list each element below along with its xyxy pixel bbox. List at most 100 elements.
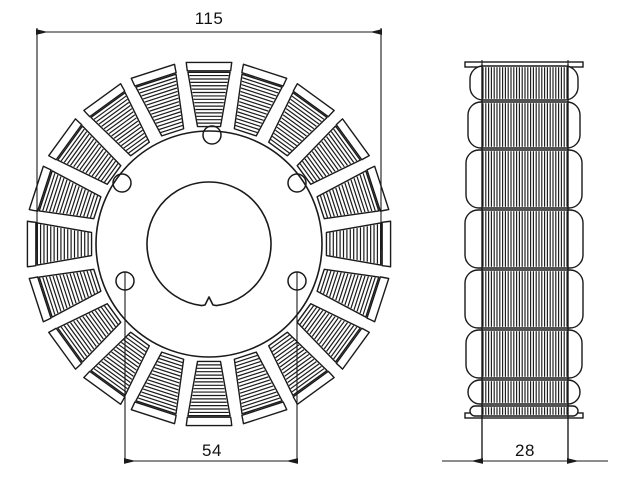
coil-end-cap [130,63,177,87]
coil-end-cap [83,370,126,405]
hatch-line [66,133,90,165]
hatch-line [88,313,107,337]
dimension-label-54: 54 [202,441,222,460]
hatch-line [69,186,80,215]
hatch-line [323,138,345,168]
hatch-line [158,121,183,131]
hatch-line [279,120,305,139]
side-coil-layer [465,329,583,379]
coil-end-cap [28,165,52,212]
side-coil-hatch [482,103,568,147]
hatch-line [235,124,258,134]
hatch-line [353,178,366,213]
coil-winding-hatch [93,334,148,393]
hatch-line [316,146,336,172]
hatch-line [157,360,182,370]
hatch-line [125,337,147,353]
coil-end-cap [48,327,83,370]
hatch-line [116,346,140,365]
side-coil-hatch [482,331,568,377]
hatch-line [79,143,100,171]
stator-coil [316,165,390,220]
hatch-line [281,117,307,137]
stator-coil [130,63,185,137]
hatch-line [237,107,266,118]
side-coil-layer [469,405,579,417]
hatch-line [288,363,320,387]
stator-coil [296,303,370,370]
side-coil-layer [467,379,581,405]
hatch-line [240,388,275,401]
hatch-line [97,158,114,180]
hatch-line [138,77,176,91]
stator-coil [130,351,185,425]
hatch-line [356,276,369,312]
coil-end-cap [241,401,288,425]
hatch-line [106,356,134,377]
hatch-line [236,364,263,374]
hatch-line [281,351,307,371]
hatch-line [276,344,300,362]
hatch-line [139,394,177,408]
side-coil-hatch [482,271,568,327]
hatch-line [66,184,77,215]
hatch-line [287,361,317,383]
hatch-line [242,77,280,91]
coil-winding-hatch [235,77,280,134]
hatch-line [45,174,59,212]
hatch-line [103,163,119,183]
dimension-label-115: 115 [195,9,224,28]
hatch-line [332,189,342,216]
hatch-line [350,179,363,213]
hatch-line [82,316,102,342]
hatch-line [98,101,130,125]
hatch-line [154,111,181,121]
hatch-line [111,117,137,137]
coil-end-cap [28,276,52,323]
hatch-line [125,135,147,151]
hatch-line [141,391,177,404]
hatch-line [284,111,312,132]
hatch-line [291,95,325,120]
hatch-line [329,190,339,217]
side-coil-layer [465,149,583,209]
hatch-line [149,101,180,112]
hatch-line [328,323,352,355]
hatch-line [160,124,183,134]
hatch-line [141,84,177,97]
coil-winding-hatch [319,173,376,218]
hatch-line [63,131,88,163]
hatch-line [151,373,180,384]
coil-winding-hatch [42,173,99,218]
hatch-line [241,84,277,97]
stator-coil [325,220,392,268]
hatch-line [333,326,358,360]
hatch-line [299,163,315,183]
hatch-line [113,349,139,368]
hatch-line [143,388,178,401]
side-coil-layer [469,65,579,101]
coil-winding-hatch [235,354,280,411]
coil-end-cap [26,220,37,268]
hatch-line [155,364,182,374]
stator-coil [48,118,122,185]
hatch-line [236,118,261,128]
hatch-line [326,322,348,352]
hatch-line [319,195,329,218]
side-coil-hatch [482,381,568,403]
hatch-line [359,276,373,314]
hatch-line [314,314,333,340]
side-coil-hatch [482,151,568,207]
hatch-line [100,306,116,328]
hatch-line [113,120,139,139]
coil-winding-hatch [299,128,358,183]
coil-end-cap [185,61,233,72]
stator-coil [233,351,288,425]
hatch-line [73,320,95,350]
hatch-line [152,107,181,118]
hatch-line [237,111,264,121]
hatch-line [154,367,181,377]
side-view [464,61,584,463]
hatch-line [59,274,71,307]
hatch-line [341,273,352,304]
